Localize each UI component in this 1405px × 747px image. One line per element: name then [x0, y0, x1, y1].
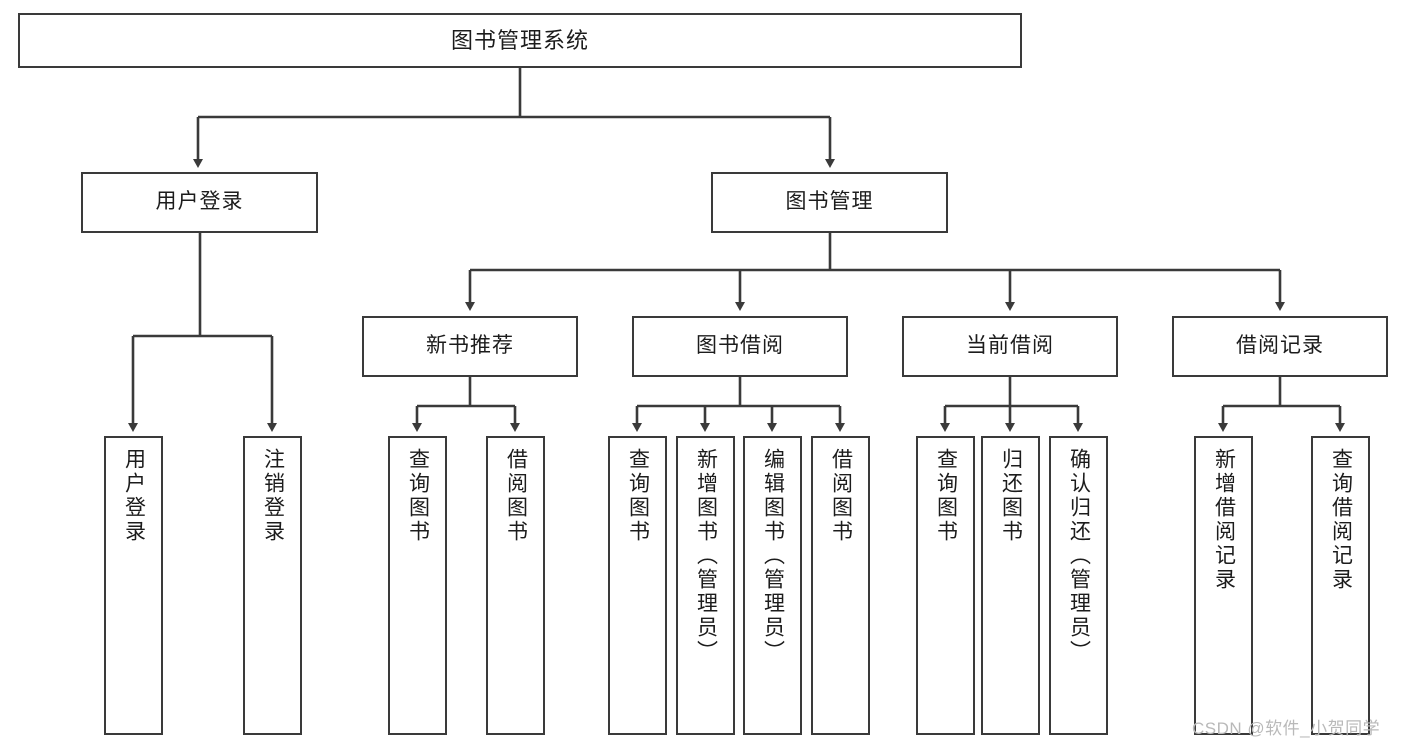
- leaf-borrow-book-borrowing[interactable]: 借阅图书: [811, 436, 870, 735]
- node-label: 借阅图书: [829, 448, 853, 544]
- node-label: 新增图书（管理员）: [694, 448, 718, 664]
- leaf-return-book[interactable]: 归还图书: [981, 436, 1040, 735]
- node-book-management[interactable]: 图书管理: [711, 172, 948, 233]
- node-label: 注销登录: [261, 448, 285, 544]
- leaf-add-borrowing-record[interactable]: 新增借阅记录: [1194, 436, 1253, 735]
- node-label: 图书借阅: [696, 334, 784, 358]
- node-label: 新书推荐: [426, 334, 514, 358]
- node-label: 查询图书: [934, 448, 958, 544]
- node-root-book-management-system[interactable]: 图书管理系统: [18, 13, 1022, 68]
- node-label: 编辑图书（管理员）: [761, 448, 785, 664]
- node-current-borrowing[interactable]: 当前借阅: [902, 316, 1118, 377]
- node-label: 图书管理: [785, 190, 874, 214]
- node-label: 借阅记录: [1236, 334, 1324, 358]
- leaf-add-book-admin[interactable]: 新增图书（管理员）: [676, 436, 735, 735]
- leaf-confirm-return-admin[interactable]: 确认归还（管理员）: [1049, 436, 1108, 735]
- node-label: 归还图书: [999, 448, 1023, 544]
- node-label: 用户登录: [122, 448, 146, 544]
- leaf-query-book-current[interactable]: 查询图书: [916, 436, 975, 735]
- csdn-watermark: CSDN @软件_小贺同学: [1192, 719, 1381, 738]
- node-label: 新增借阅记录: [1212, 448, 1236, 592]
- leaf-edit-book-admin[interactable]: 编辑图书（管理员）: [743, 436, 802, 735]
- node-label: 当前借阅: [966, 334, 1054, 358]
- node-new-book-recommendation[interactable]: 新书推荐: [362, 316, 578, 377]
- node-book-borrowing[interactable]: 图书借阅: [632, 316, 848, 377]
- node-label: 借阅图书: [504, 448, 528, 544]
- leaf-logout[interactable]: 注销登录: [243, 436, 302, 735]
- leaf-query-book-new-recommendation[interactable]: 查询图书: [388, 436, 447, 735]
- leaf-query-book-borrowing[interactable]: 查询图书: [608, 436, 667, 735]
- leaf-borrow-book-new-recommendation[interactable]: 借阅图书: [486, 436, 545, 735]
- node-label: 用户登录: [155, 190, 244, 214]
- node-borrowing-record[interactable]: 借阅记录: [1172, 316, 1388, 377]
- node-label: 确认归还（管理员）: [1067, 448, 1091, 664]
- node-user-login[interactable]: 用户登录: [81, 172, 318, 233]
- node-label: 查询图书: [626, 448, 650, 544]
- leaf-user-login[interactable]: 用户登录: [104, 436, 163, 735]
- leaf-query-borrowing-record[interactable]: 查询借阅记录: [1311, 436, 1370, 735]
- node-label: 图书管理系统: [450, 27, 589, 53]
- node-label: 查询图书: [406, 448, 430, 544]
- node-label: 查询借阅记录: [1329, 448, 1353, 592]
